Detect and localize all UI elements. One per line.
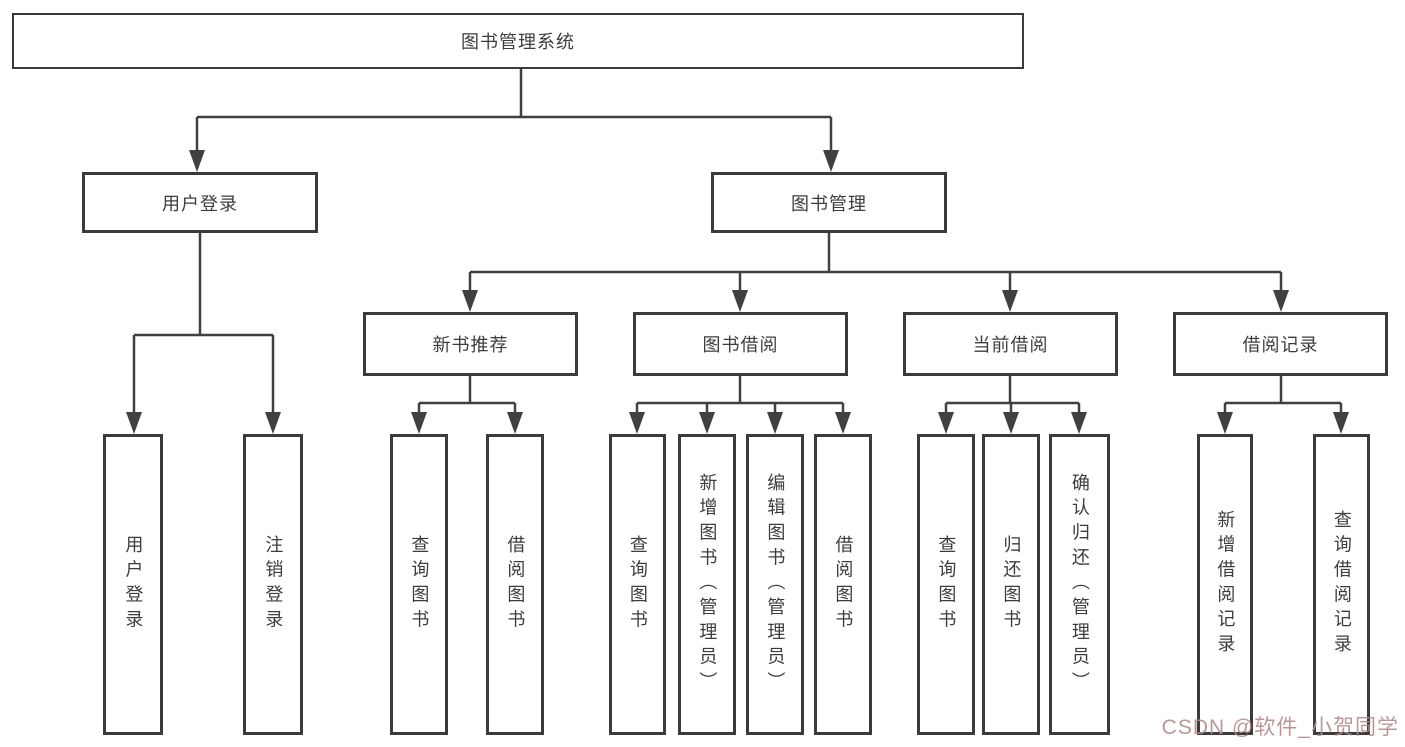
leaf-label: 借阅图书	[505, 534, 526, 635]
leaf-label: 查询借阅记录	[1331, 509, 1352, 660]
leaf-label: 查询图书	[936, 534, 957, 635]
leaf-add-book-admin: 新增图书（管理员）	[678, 434, 736, 735]
arrowhead	[1002, 290, 1018, 312]
arrowhead	[189, 150, 205, 172]
leaf-query-books-current: 查询图书	[917, 434, 975, 735]
arrowhead	[462, 290, 478, 312]
watermark: CSDN @软件_小贺同学	[1161, 716, 1399, 739]
node-label: 新书推荐	[432, 335, 509, 355]
arrowhead	[126, 412, 142, 434]
connector-book-management	[462, 233, 1289, 312]
leaf-label: 注销登录	[263, 534, 284, 635]
connector-borrow-records	[1217, 376, 1349, 434]
leaf-logout: 注销登录	[243, 434, 303, 735]
arrowhead	[732, 290, 748, 312]
arrowhead	[1217, 412, 1233, 434]
node-book-borrow: 图书借阅	[633, 312, 848, 376]
leaf-label: 查询图书	[409, 534, 430, 635]
leaf-borrow-books: 借阅图书	[814, 434, 872, 735]
arrowhead	[507, 412, 523, 434]
node-label: 图书管理系统	[461, 32, 575, 52]
arrowhead	[629, 412, 645, 434]
leaf-label: 用户登录	[123, 534, 144, 635]
connector-new-book-recommend	[411, 376, 523, 434]
leaf-label: 查询图书	[627, 534, 648, 635]
leaf-borrow-books-recommend: 借阅图书	[486, 434, 544, 735]
leaf-query-books-recommend: 查询图书	[390, 434, 448, 735]
arrowhead	[767, 412, 783, 434]
leaf-query-books-borrow: 查询图书	[609, 434, 666, 735]
arrowhead	[1071, 412, 1087, 434]
node-label: 图书借阅	[702, 335, 779, 355]
leaf-label: 编辑图书（管理员）	[765, 472, 786, 697]
arrowhead	[938, 412, 954, 434]
arrowhead	[835, 412, 851, 434]
node-user-login: 用户登录	[82, 172, 318, 233]
leaf-label: 新增图书（管理员）	[697, 472, 718, 697]
connector-book-borrow	[629, 376, 851, 434]
leaf-confirm-return-admin: 确认归还（管理员）	[1049, 434, 1110, 735]
node-label: 当前借阅	[972, 335, 1049, 355]
node-current-borrow: 当前借阅	[903, 312, 1118, 376]
leaf-label: 新增借阅记录	[1215, 509, 1236, 660]
leaf-return-book: 归还图书	[982, 434, 1040, 735]
node-label: 图书管理	[791, 193, 867, 214]
arrowhead	[1273, 290, 1289, 312]
node-borrow-records: 借阅记录	[1173, 312, 1388, 376]
connector-current-borrow	[938, 376, 1087, 434]
leaf-label: 借阅图书	[833, 534, 854, 635]
node-label: 借阅记录	[1242, 335, 1319, 355]
leaf-user-login: 用户登录	[103, 434, 163, 735]
arrowhead	[1003, 412, 1019, 434]
node-new-book-recommend: 新书推荐	[363, 312, 578, 376]
arrowhead	[265, 412, 281, 434]
leaf-add-borrow-record: 新增借阅记录	[1197, 434, 1253, 735]
connector-user-login	[126, 233, 281, 434]
arrowhead	[823, 150, 839, 172]
leaf-query-borrow-record: 查询借阅记录	[1313, 434, 1370, 735]
leaf-edit-book-admin: 编辑图书（管理员）	[746, 434, 804, 735]
leaf-label: 确认归还（管理员）	[1069, 472, 1090, 697]
arrowhead	[699, 412, 715, 434]
leaf-label: 归还图书	[1001, 534, 1022, 635]
node-book-management: 图书管理	[711, 172, 947, 233]
arrowhead	[411, 412, 427, 434]
arrowhead	[1333, 412, 1349, 434]
node-label: 用户登录	[162, 193, 238, 214]
connector-root	[189, 69, 839, 172]
node-root: 图书管理系统	[12, 13, 1024, 69]
